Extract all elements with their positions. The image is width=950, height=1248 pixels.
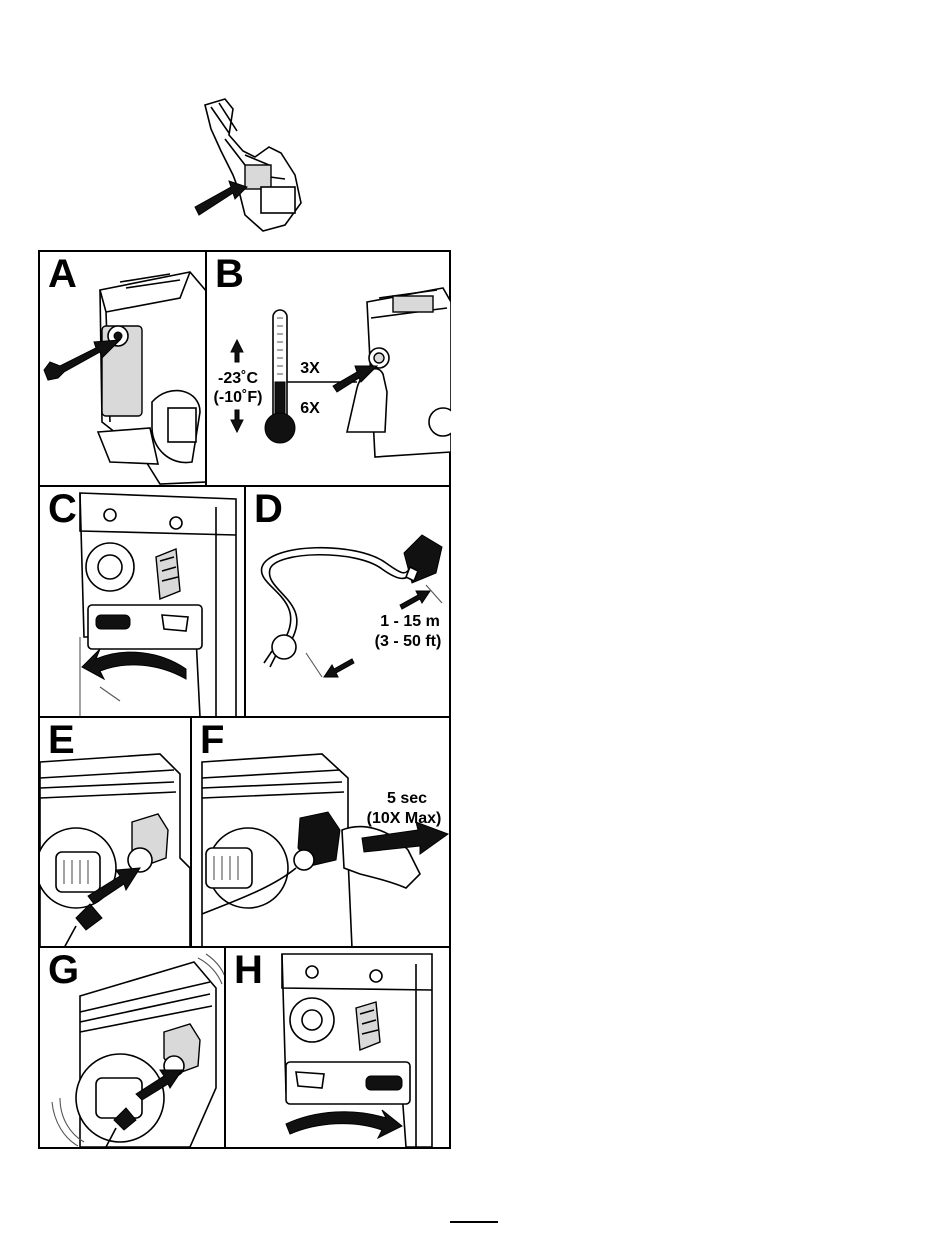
panel-e: E (40, 718, 192, 948)
panel-b: B -23˚C (-10˚F) 3X 6X (207, 252, 451, 487)
panel-a: A (40, 252, 207, 487)
key-insert-illustration (40, 252, 207, 487)
panel-h: H (226, 948, 451, 1147)
panel-g: G (40, 948, 226, 1147)
snowthrower-illustration (185, 95, 315, 235)
cord-length-meters: 1 - 15 m (370, 613, 450, 631)
start-button-press-illustration (192, 718, 451, 948)
panel-f: F 5 sec (10X Max) (192, 718, 451, 948)
engine-running-illustration (40, 948, 226, 1147)
presses-warm: 3X (295, 360, 325, 378)
panel-d: D 1 - 15 m (3 - 50 ft) (246, 487, 451, 718)
temperature-celsius: -23˚C (209, 370, 267, 388)
panel-c: C (40, 487, 246, 718)
press-max: (10X Max) (356, 810, 451, 828)
press-duration: 5 sec (362, 790, 451, 808)
instruction-panels: A B (38, 250, 451, 1149)
plug-cord-engine-illustration (40, 718, 192, 948)
choke-off-illustration (226, 948, 451, 1147)
temperature-fahrenheit: (-10˚F) (207, 389, 269, 407)
extension-cord-illustration (246, 487, 451, 718)
page-divider (450, 1221, 498, 1223)
presses-cold: 6X (295, 400, 325, 418)
cord-length-feet: (3 - 50 ft) (366, 633, 450, 651)
choke-lever-illustration (40, 487, 246, 718)
